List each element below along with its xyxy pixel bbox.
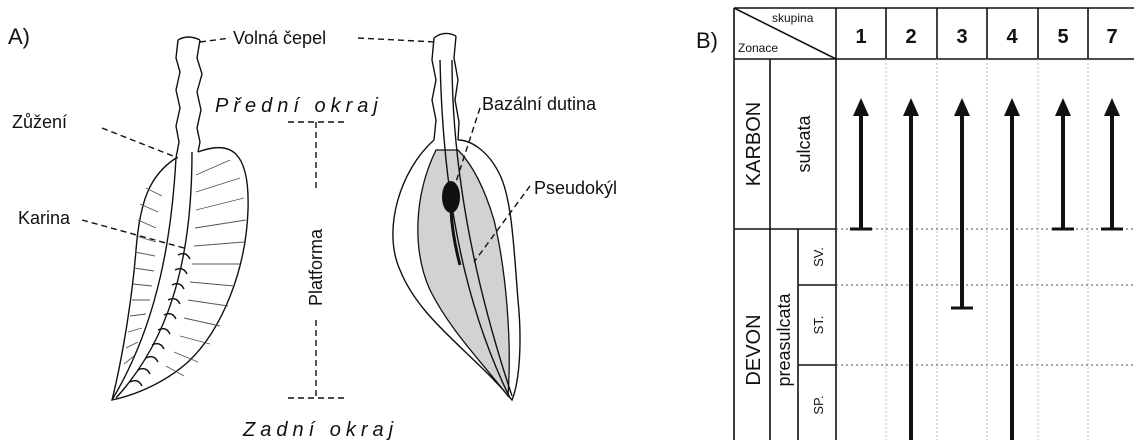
label-bazalni-dutina: Bazální dutina	[482, 94, 597, 114]
group-label-3: 3	[956, 26, 967, 48]
label-zadni-okraj: Zadní okraj	[242, 419, 398, 440]
conodont-upper-view-drawing	[112, 37, 248, 400]
range-bar-group-3	[951, 98, 973, 308]
range-bar-group-5	[1052, 98, 1074, 229]
header-zonace: Zonace	[738, 41, 778, 55]
subzone-sv: SV.	[811, 247, 826, 267]
range-bar-group-4	[1004, 98, 1020, 440]
label-platforma: Platforma	[306, 228, 326, 306]
zone-sulcata: sulcata	[794, 115, 814, 173]
group-label-4: 4	[1006, 26, 1018, 48]
range-bar-group-1	[850, 98, 872, 229]
label-volna-cepel: Volná čepel	[233, 28, 326, 48]
panel-b-label: B)	[696, 28, 718, 53]
label-zuzeni: Zůžení	[12, 112, 67, 132]
label-karina: Karina	[18, 208, 71, 228]
label-pseudokyl: Pseudokýl	[534, 178, 617, 198]
panel-a-label: A)	[8, 24, 30, 49]
system-devon: DEVON	[743, 314, 765, 385]
group-label-7: 7	[1106, 26, 1117, 48]
range-bar-group-2	[903, 98, 919, 440]
panel-b: B) skupina Zonace	[696, 8, 1134, 440]
system-karbon: KARBON	[743, 102, 765, 186]
subzone-st: ST.	[811, 316, 826, 335]
panel-a: A)	[8, 24, 617, 440]
group-label-1: 1	[855, 26, 866, 48]
zone-preasulcata: preasulcata	[774, 292, 794, 386]
biostratigraphic-table: skupina Zonace 1 2 3 4 5 7	[734, 8, 1134, 440]
range-bar-group-7	[1101, 98, 1123, 229]
group-label-5: 5	[1057, 26, 1068, 48]
header-skupina: skupina	[772, 11, 814, 25]
label-predni-okraj: Přední okraj	[215, 95, 383, 117]
group-label-2: 2	[905, 26, 916, 48]
conodont-lower-view-drawing	[393, 33, 520, 400]
subzone-sp: SP.	[811, 395, 826, 414]
